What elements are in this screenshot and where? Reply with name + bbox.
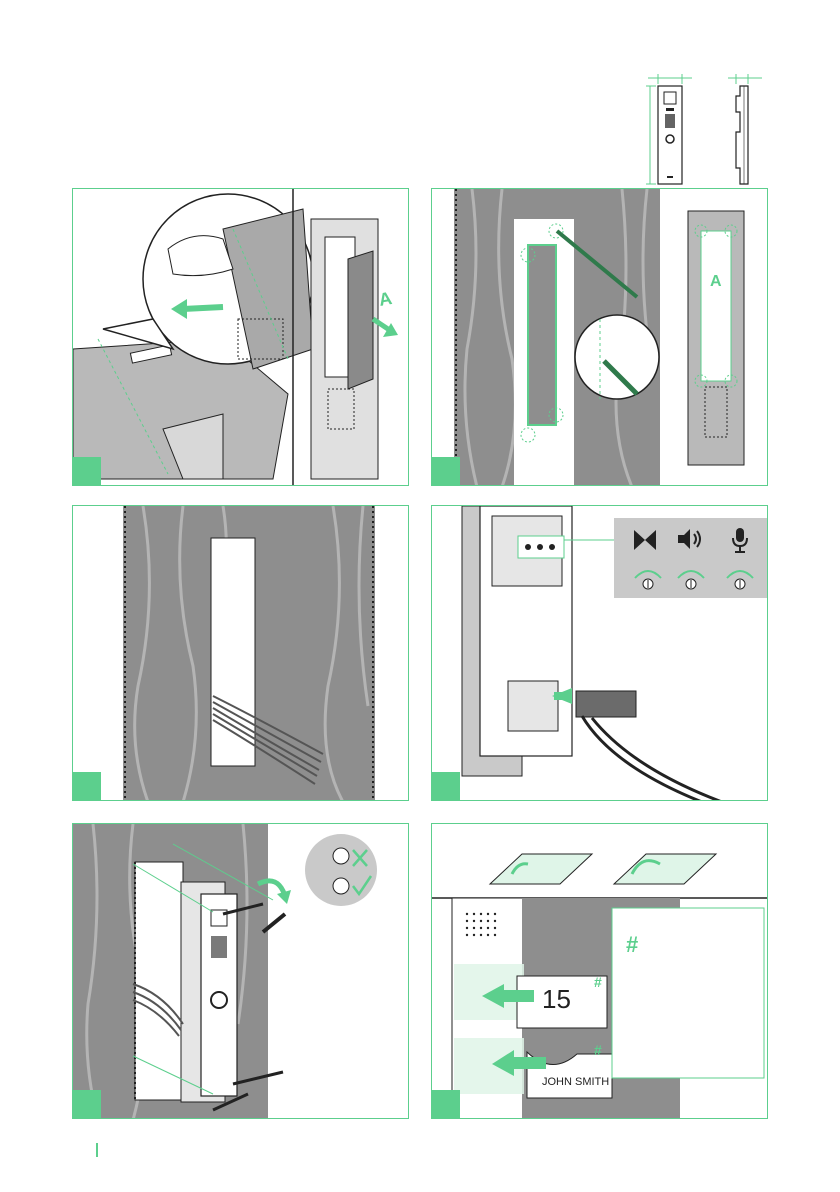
template-peel-illustration [73,189,409,486]
dimension-drawing [636,72,766,188]
step-marker [73,772,101,800]
number-label: 15 [542,984,571,1015]
name-tag-illustration [432,824,768,1119]
info-hash-mark: # [626,932,638,958]
panel-mounting-illustration [73,824,409,1119]
step-marker [432,457,460,485]
terminal-connection-illustration [432,506,768,801]
name-label: JOHN SMITH [542,1076,609,1088]
wall-cutout-illustration [73,506,409,801]
tag-hash-mark: # [594,974,602,990]
tag-hash-mark: # [594,1042,602,1058]
step-marker [432,1090,460,1118]
step-marker [73,457,101,485]
step-6-panel: 15 JOHN SMITH # # # [431,823,768,1119]
microphone-icon [730,526,750,554]
step-5-panel [72,823,409,1119]
step-1-panel: A [72,188,409,486]
door-release-icon [632,528,658,552]
label-a: A [710,273,722,291]
adjust-speaker-icon [675,566,707,592]
step-marker [73,1090,101,1118]
step-3-panel [72,505,409,801]
speaker-volume-icon [676,526,704,552]
template-marking-illustration [432,189,768,486]
step-2-panel: A [431,188,768,486]
adjust-door-release-icon [632,566,664,592]
step-marker [432,772,460,800]
adjust-microphone-icon [724,566,756,592]
page-number-bar [96,1143,98,1157]
step-4-panel [431,505,768,801]
